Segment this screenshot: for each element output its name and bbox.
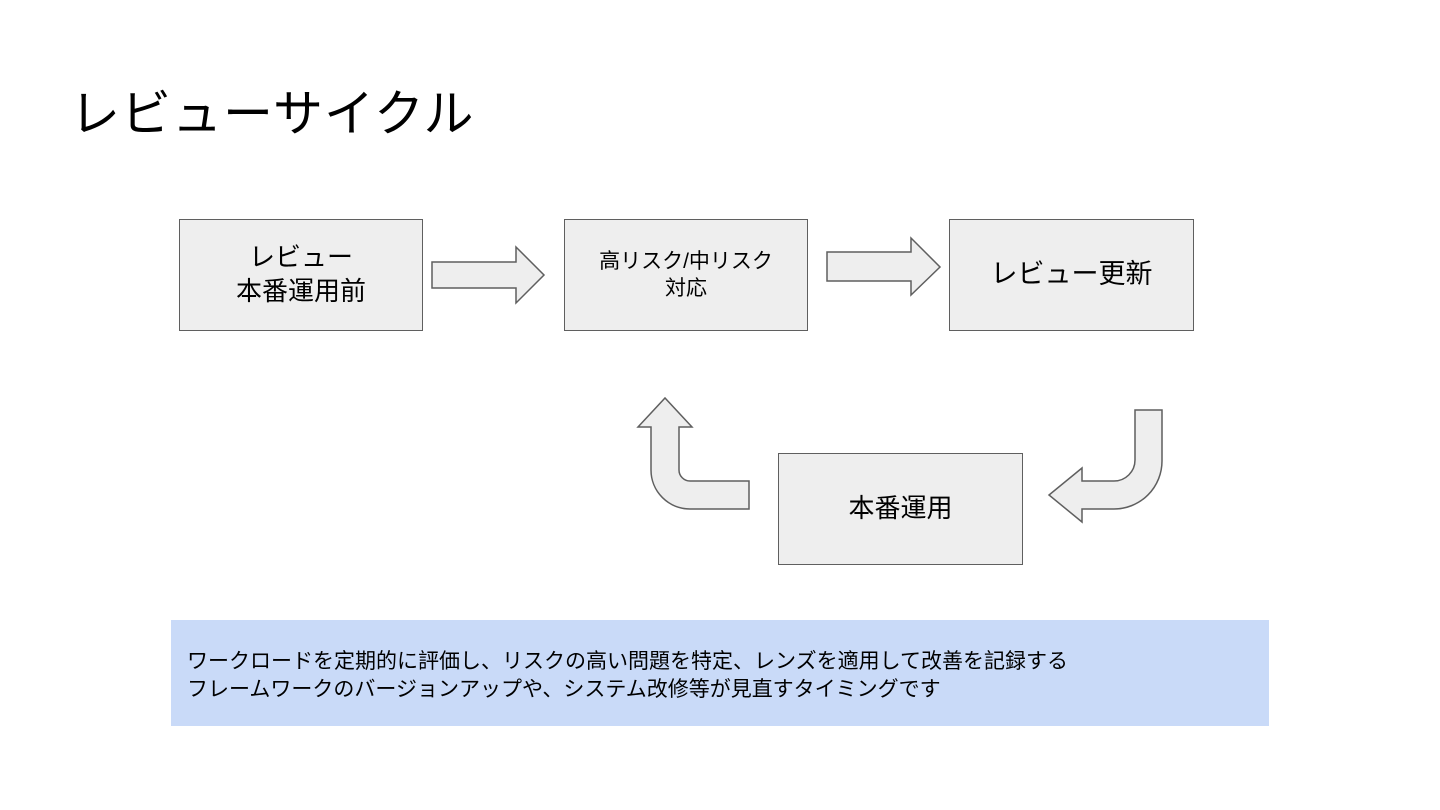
note-line-2: フレームワークのバージョンアップや、システム改修等が見直すタイミングです	[187, 677, 941, 701]
curved-arrow-up-icon	[636, 396, 750, 510]
node-risk-response: 高リスク/中リスク 対応	[564, 219, 808, 331]
curved-arrow-down-left-icon	[1047, 409, 1163, 524]
description-note: ワークロードを定期的に評価し、リスクの高い問題を特定、レンズを適用して改善を記録…	[171, 620, 1269, 726]
node-review-update: レビュー更新	[949, 219, 1194, 331]
note-line-1: ワークロードを定期的に評価し、リスクの高い問題を特定、レンズを適用して改善を記録…	[187, 650, 1068, 673]
node-label: 本番運用	[848, 493, 953, 524]
page-title: レビューサイクル	[70, 86, 475, 142]
node-label: 高リスク/中リスク 対応	[599, 249, 773, 300]
arrow-right-icon	[826, 236, 942, 297]
node-label: レビュー更新	[990, 259, 1153, 290]
node-production: 本番運用	[778, 453, 1023, 565]
arrow-right-icon	[431, 245, 546, 305]
node-label: レビュー 本番運用前	[235, 242, 366, 306]
node-pre-production-review: レビュー 本番運用前	[179, 219, 423, 331]
